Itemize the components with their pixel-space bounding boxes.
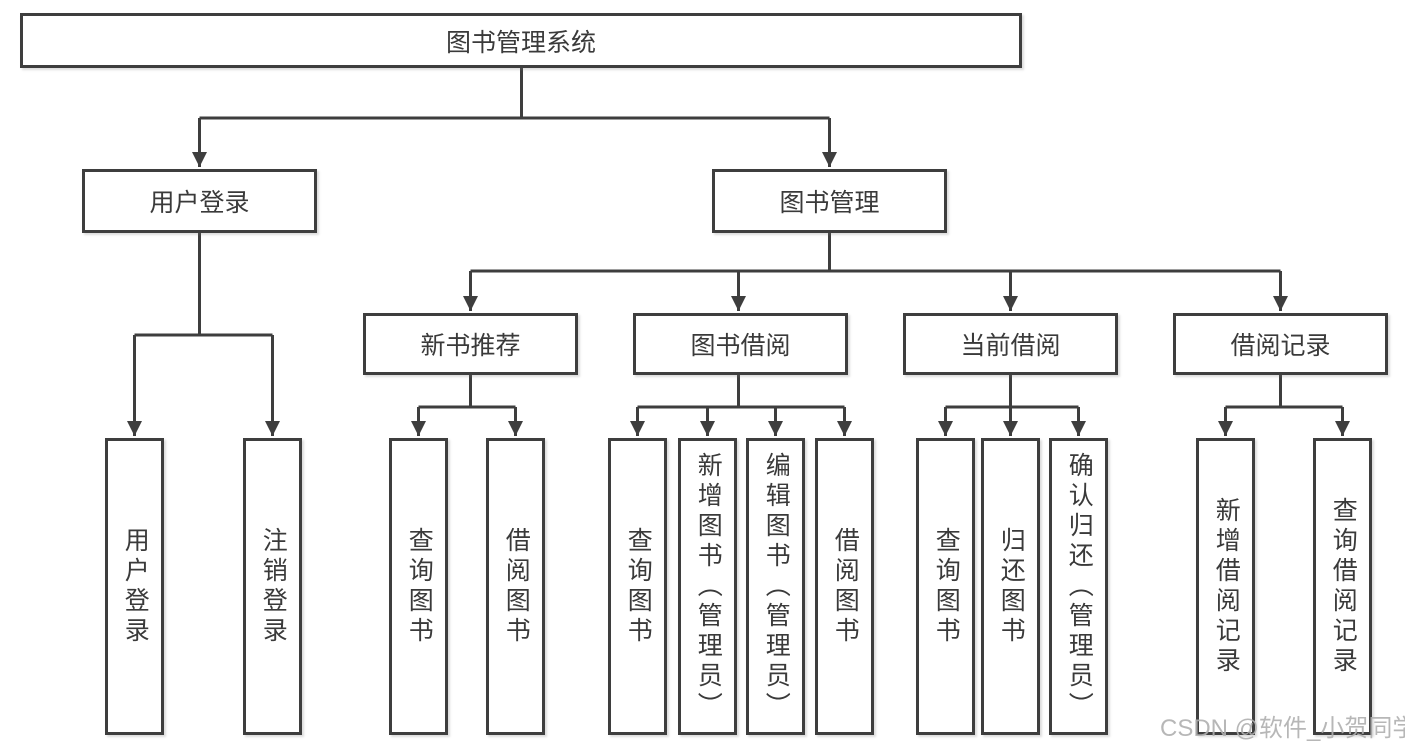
leaf-confirm-return-admin: 确认归还（管理员） bbox=[1049, 438, 1108, 735]
leaf-add-borrow-record: 新增借阅记录 bbox=[1196, 438, 1255, 735]
leaf-query-borrow-record: 查询借阅记录 bbox=[1313, 438, 1372, 735]
connector-lines bbox=[127, 68, 1350, 436]
node-user-login: 用户登录 bbox=[82, 169, 317, 233]
node-book-management: 图书管理 bbox=[712, 169, 947, 233]
leaf-borrow-books: 借阅图书 bbox=[815, 438, 874, 735]
leaf-edit-books-admin: 编辑图书（管理员） bbox=[746, 438, 805, 735]
node-new-book-recommendation: 新书推荐 bbox=[363, 313, 578, 375]
node-current-borrowing: 当前借阅 bbox=[903, 313, 1118, 375]
node-library-management-system: 图书管理系统 bbox=[20, 13, 1022, 68]
leaf-query-books-current: 查询图书 bbox=[916, 438, 975, 735]
leaf-borrow-books-recommend: 借阅图书 bbox=[486, 438, 545, 735]
leaf-user-login: 用户登录 bbox=[105, 438, 164, 735]
leaf-query-books-recommend: 查询图书 bbox=[389, 438, 448, 735]
leaf-return-books: 归还图书 bbox=[981, 438, 1040, 735]
connector-line bbox=[134, 68, 1343, 409]
watermark: CSDN @软件_小贺同学 bbox=[1160, 715, 1405, 742]
leaf-query-books-borrow: 查询图书 bbox=[608, 438, 667, 735]
leaf-add-books-admin: 新增图书（管理员） bbox=[678, 438, 737, 735]
node-book-borrowing: 图书借阅 bbox=[633, 313, 848, 375]
node-borrowing-records: 借阅记录 bbox=[1173, 313, 1388, 375]
leaf-logout: 注销登录 bbox=[243, 438, 302, 735]
